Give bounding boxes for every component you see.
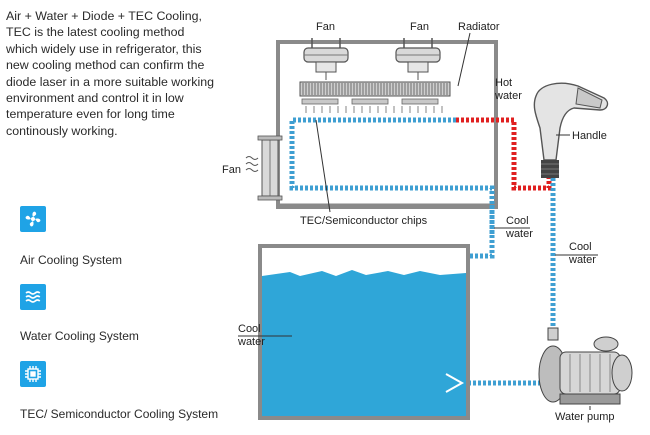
water-pump-label: Water pump <box>555 411 615 423</box>
cabinet-box <box>276 40 498 209</box>
intro-text: Air + Water + Diode + TEC Cooling, TEC i… <box>6 9 214 138</box>
top-fan-1 <box>303 38 349 80</box>
fan-label-left: Fan <box>222 164 241 176</box>
fan-icon <box>20 206 46 232</box>
water-waves-icon <box>20 284 46 310</box>
hot-pipe <box>456 117 552 191</box>
laser-handle <box>533 82 609 178</box>
cool-water-right-label-1: Cool <box>569 241 592 253</box>
cool-water-right-label-2: water <box>568 254 596 266</box>
water-tank <box>258 244 470 420</box>
cool-water-mid-label-2: water <box>505 228 533 240</box>
legend-label-tec: TEC/ Semiconductor Cooling System <box>20 407 219 421</box>
cool-water-mid-label-1: Cool <box>506 215 529 227</box>
tank-water <box>262 270 466 416</box>
legend-label-air: Air Cooling System <box>20 253 123 267</box>
water-pump <box>538 327 633 405</box>
fan-label-top2: Fan <box>410 21 429 33</box>
cool-water-tank-label-2: water <box>237 336 265 348</box>
chip-icon <box>20 361 46 387</box>
radiator-label: Radiator <box>458 21 500 33</box>
legend-label-water: Water Cooling System <box>20 329 139 343</box>
cool-pipe-cabinet <box>289 117 495 238</box>
tec-chips-label: TEC/Semiconductor chips <box>300 215 428 227</box>
fan-label-top1: Fan <box>316 21 335 33</box>
hot-water-label-1: Hot <box>495 77 512 89</box>
handle-label: Handle <box>572 130 607 142</box>
cool-pipe-to-tank <box>470 205 495 259</box>
top-fan-2 <box>395 38 441 80</box>
hot-water-label-2: water <box>494 90 522 102</box>
cool-water-tank-label-1: Cool <box>238 323 261 335</box>
side-fan <box>245 135 283 201</box>
